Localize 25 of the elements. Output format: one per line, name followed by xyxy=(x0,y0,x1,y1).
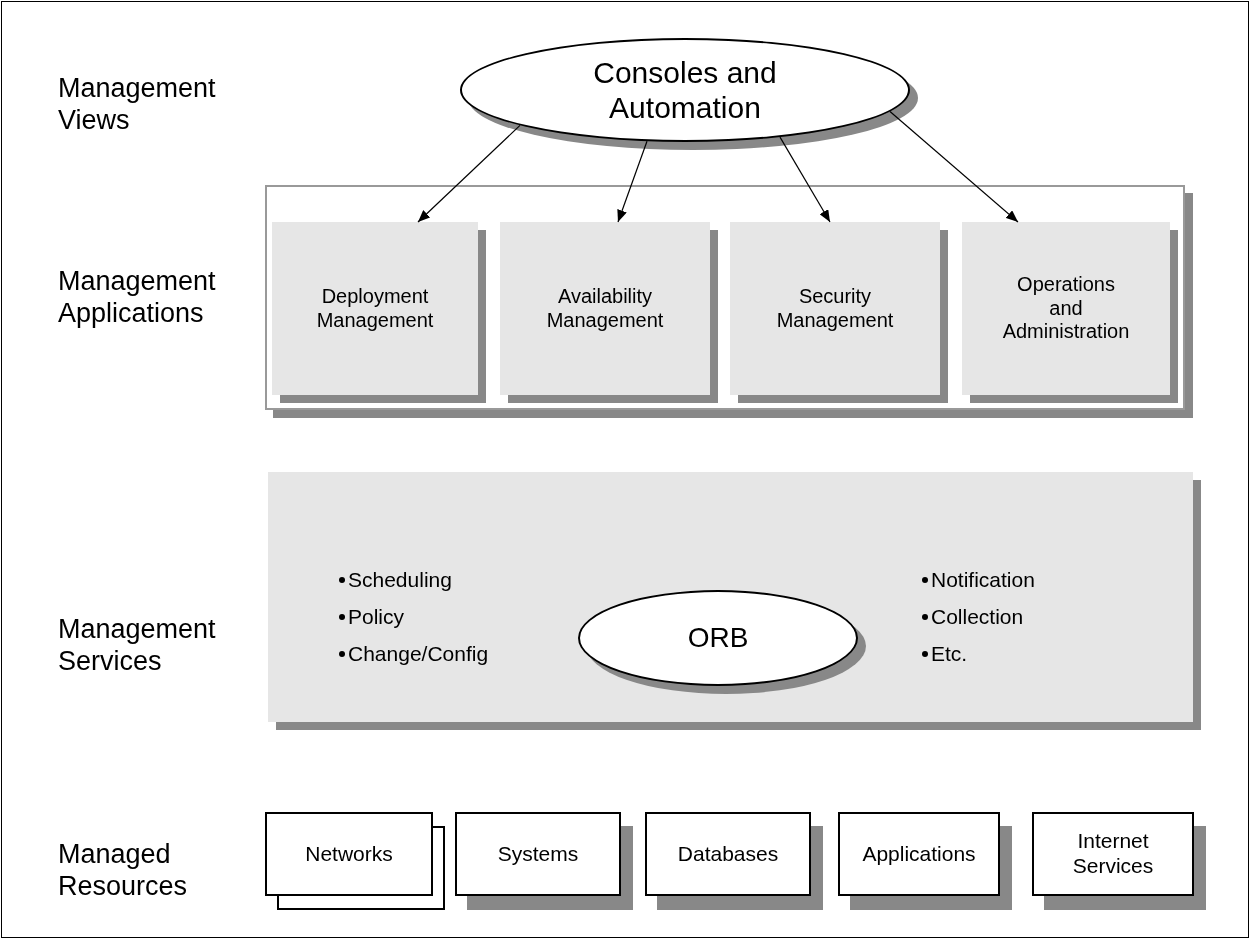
arrow xyxy=(417,124,521,223)
node-text: Databases xyxy=(677,841,779,867)
node-text: Availability Management xyxy=(545,285,665,332)
node-text: Internet Services xyxy=(1071,829,1155,879)
node-text: Consoles and Automation xyxy=(592,54,778,126)
arrow xyxy=(779,136,831,223)
node-text: Security Management xyxy=(775,285,895,332)
list-item: Etc. xyxy=(931,642,968,666)
node-text: ORB xyxy=(687,621,749,655)
node-text: Networks xyxy=(305,841,393,867)
layer-label: Management Services xyxy=(58,613,217,677)
list-item: Policy xyxy=(348,605,405,629)
node-text: Operations and Administration xyxy=(1001,273,1131,344)
arrow xyxy=(889,110,1019,223)
arrow xyxy=(617,140,648,223)
list-item: Collection xyxy=(931,605,1024,629)
node-text: Systems xyxy=(497,841,579,867)
list-item: Scheduling xyxy=(348,568,452,592)
node-text: Deployment Management xyxy=(315,285,435,332)
layer-label: Management Views xyxy=(58,72,217,136)
layer-label: Managed Resources xyxy=(58,838,189,902)
node-text: Applications xyxy=(862,841,976,867)
list-item: Change/Config xyxy=(348,642,489,666)
layer-label: Management Applications xyxy=(58,265,217,329)
list-item: Notification xyxy=(931,568,1035,592)
